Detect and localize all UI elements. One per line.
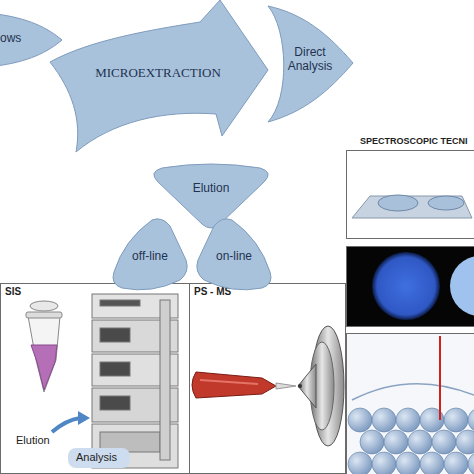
panel-heading: SIS xyxy=(5,286,21,297)
step-label: Analysis xyxy=(76,451,117,463)
step-label: Elution xyxy=(16,434,50,446)
ps-ms-panel: PS - MS xyxy=(189,283,346,474)
shape-path xyxy=(197,219,271,290)
shape-path xyxy=(113,219,187,290)
direct-analysis-chevron: Direct Analysis xyxy=(268,0,354,128)
shape-label: Direct Analysis xyxy=(282,46,338,74)
section-heading: SPECTROSCOPIC TECNI xyxy=(360,136,468,146)
elution-segment: Elution xyxy=(150,168,272,230)
microextraction-arrow: MICROEXTRACTION xyxy=(50,0,270,152)
offline-segment: off-line xyxy=(112,220,188,292)
shape-path xyxy=(154,164,268,228)
shape-label: ows xyxy=(0,32,50,46)
shape-label: off-line xyxy=(118,250,182,264)
online-segment: on-line xyxy=(196,220,272,292)
arrow-shape: ows xyxy=(0,14,64,66)
shape-path xyxy=(0,14,62,66)
shape-label: on-line xyxy=(202,250,266,264)
shape-outline xyxy=(150,168,272,230)
shape-label: Elution xyxy=(170,182,252,196)
shape-label: MICROEXTRACTION xyxy=(78,66,238,81)
spectroscopic-panels xyxy=(347,151,474,474)
shape-path xyxy=(50,0,268,152)
shape-path xyxy=(268,6,353,122)
